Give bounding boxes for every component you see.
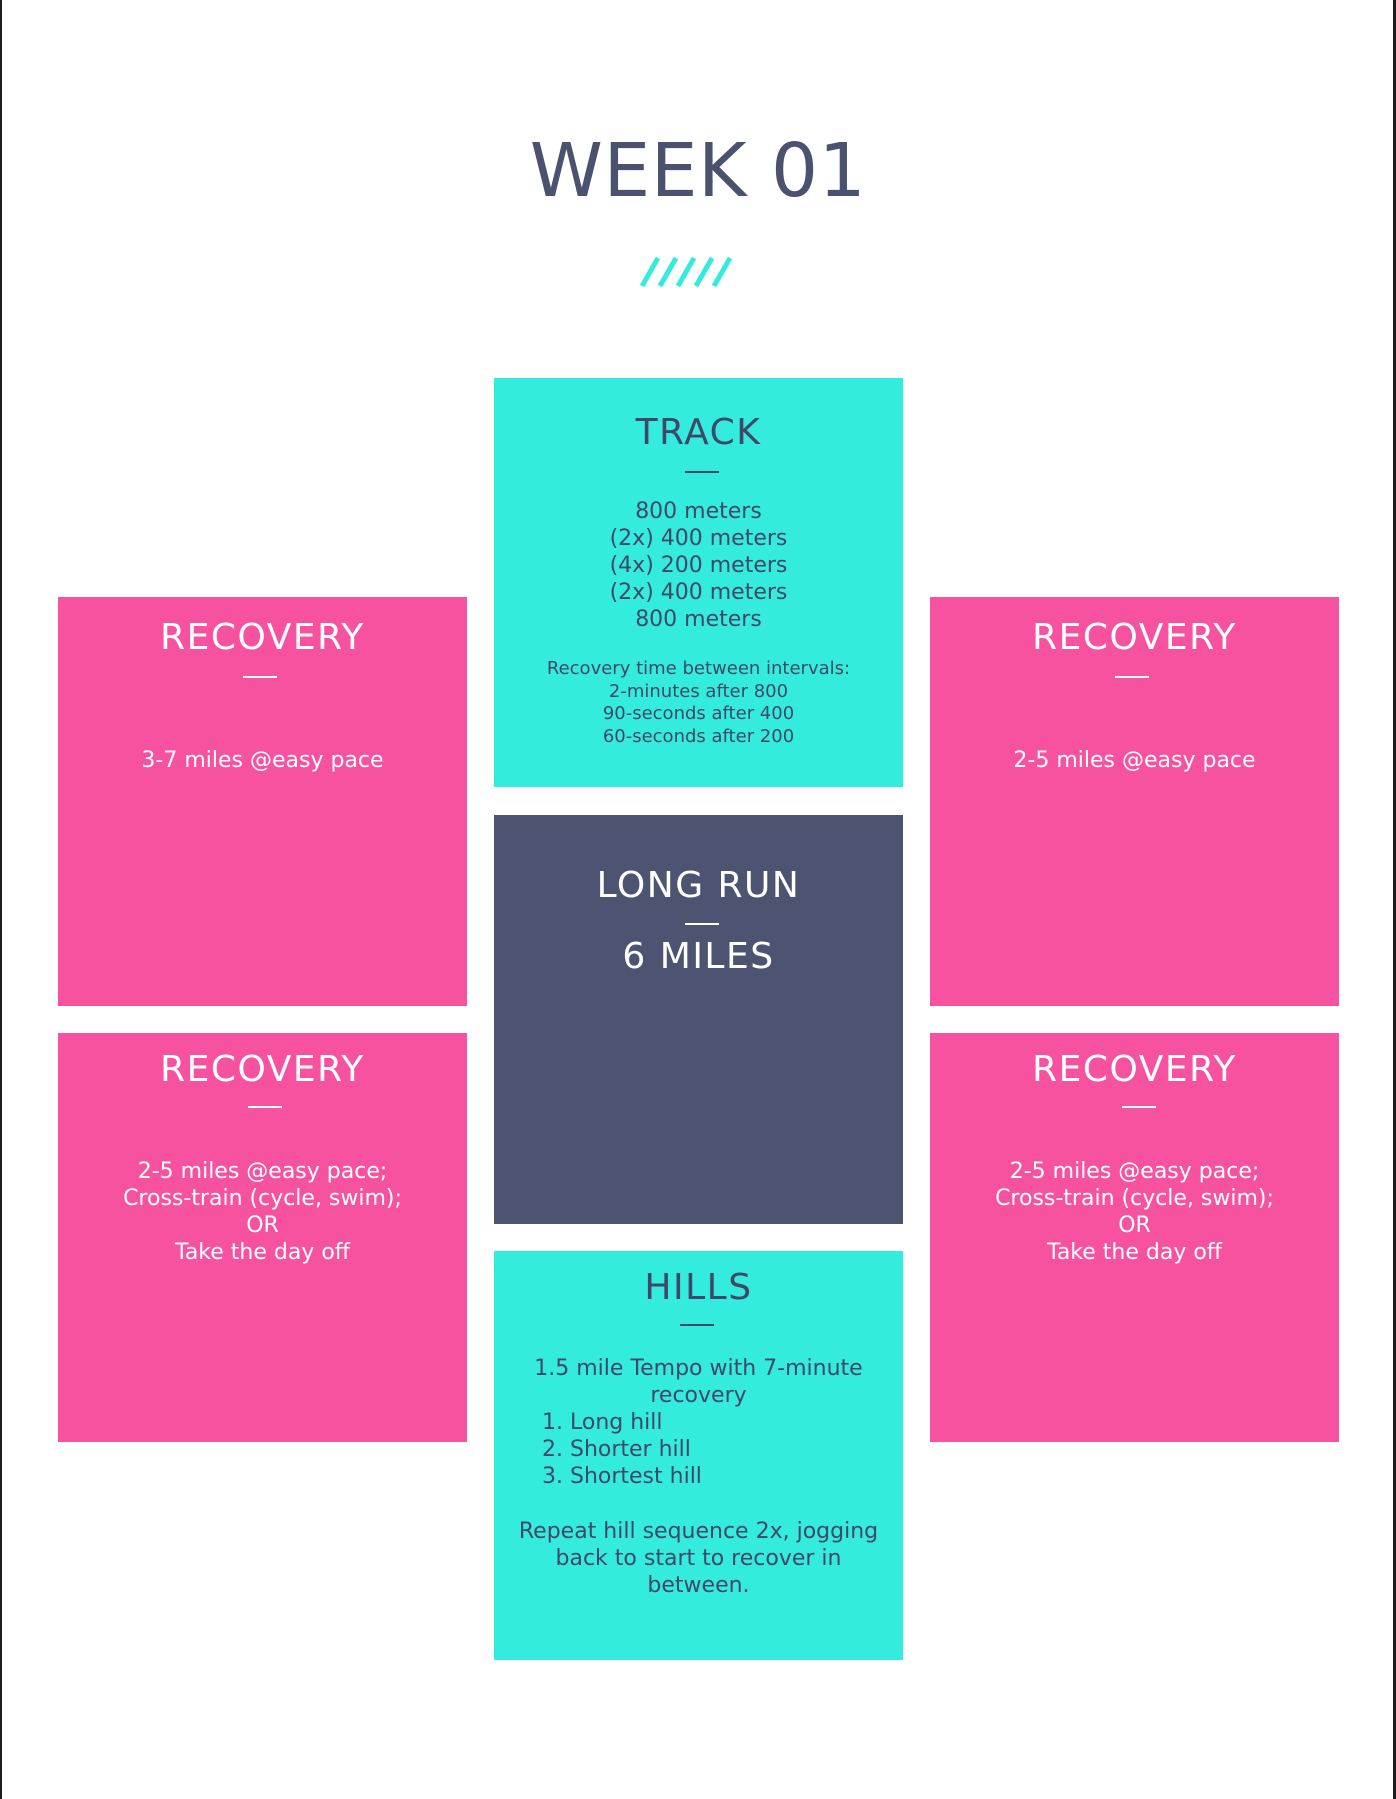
- track-recovery-line: 90-seconds after 400: [602, 703, 795, 724]
- hills-list-item: 1. Long hill: [542, 1410, 663, 1435]
- recovery-card-bottom-left: RECOVERY 2-5 miles @easy pace; Cross-tra…: [58, 1033, 467, 1442]
- long-run-title: LONG RUN: [596, 865, 801, 906]
- hills-title-rule: [680, 1324, 714, 1326]
- recovery-line: Cross-train (cycle, swim);: [123, 1186, 402, 1211]
- recovery-body: 2-5 miles @easy pace: [1013, 748, 1256, 773]
- track-interval-line: (2x) 400 meters: [609, 526, 788, 551]
- track-interval-line: (2x) 400 meters: [609, 580, 788, 605]
- recovery-line: 2-5 miles @easy pace;: [137, 1159, 388, 1184]
- track-recovery-line: Recovery time between intervals:: [546, 658, 851, 679]
- track-recovery-line: 2-minutes after 800: [608, 680, 789, 702]
- track-interval-line: (4x) 200 meters: [609, 553, 788, 578]
- long-run-title-rule: [685, 923, 719, 925]
- track-recovery-line: 60-seconds after 200: [602, 725, 795, 747]
- recovery-line: OR: [246, 1213, 279, 1238]
- recovery-card-top-right: RECOVERY 2-5 miles @easy pace: [930, 597, 1339, 1006]
- recovery-title: RECOVERY: [160, 1049, 365, 1090]
- page-title: WEEK 01: [529, 128, 867, 214]
- hills-intro: 1.5 mile Tempo with 7-minute recovery: [494, 1355, 903, 1409]
- hills-list-item: 2. Shorter hill: [542, 1437, 691, 1462]
- hills-outro: Repeat hill sequence 2x, jogging back to…: [494, 1518, 903, 1599]
- recovery-title: RECOVERY: [1032, 617, 1237, 658]
- track-interval-line: 800 meters: [635, 499, 762, 524]
- track-intervals: 800 meters (2x) 400 meters (4x) 200 mete…: [494, 498, 903, 633]
- track-recovery-notes: Recovery time between intervals: 2-minut…: [494, 658, 903, 748]
- hills-card: HILLS 1.5 mile Tempo with 7-minute recov…: [494, 1251, 903, 1660]
- long-run-card: LONG RUN 6 MILES: [494, 815, 903, 1224]
- hills-intro-line: recovery: [650, 1383, 747, 1408]
- recovery-title: RECOVERY: [160, 617, 365, 658]
- recovery-body: 2-5 miles @easy pace; Cross-train (cycle…: [58, 1158, 467, 1266]
- track-title: TRACK: [635, 412, 762, 453]
- track-interval-line: 800 meters: [635, 607, 762, 632]
- hills-outro-line: back to start to recover in: [555, 1546, 842, 1571]
- recovery-line: 2-5 miles @easy pace;: [1009, 1159, 1260, 1184]
- recovery-line: Take the day off: [1047, 1240, 1222, 1265]
- recovery-card-bottom-right: RECOVERY 2-5 miles @easy pace; Cross-tra…: [930, 1033, 1339, 1442]
- long-run-distance: 6 MILES: [622, 936, 775, 977]
- track-card: TRACK 800 meters (2x) 400 meters (4x) 20…: [494, 378, 903, 787]
- recovery-title: RECOVERY: [1032, 1049, 1237, 1090]
- hills-list-item: 3. Shortest hill: [542, 1464, 702, 1489]
- recovery-title-rule: [248, 1106, 282, 1108]
- track-title-rule: [685, 471, 719, 473]
- recovery-line: Cross-train (cycle, swim);: [995, 1186, 1274, 1211]
- recovery-body: 3-7 miles @easy pace: [141, 748, 384, 773]
- slash-divider-icon: [640, 256, 733, 288]
- recovery-title-rule: [1122, 1106, 1156, 1108]
- recovery-line: Take the day off: [175, 1240, 350, 1265]
- recovery-line: OR: [1118, 1213, 1151, 1238]
- hills-title: HILLS: [644, 1267, 753, 1308]
- recovery-title-rule: [243, 676, 277, 678]
- hills-list: 1. Long hill 2. Shorter hill 3. Shortest…: [542, 1409, 702, 1490]
- hills-outro-line: Repeat hill sequence 2x, jogging: [518, 1519, 879, 1544]
- recovery-title-rule: [1115, 676, 1149, 678]
- hills-outro-line: between.: [647, 1573, 750, 1598]
- recovery-card-top-left: RECOVERY 3-7 miles @easy pace: [58, 597, 467, 1006]
- recovery-body: 2-5 miles @easy pace; Cross-train (cycle…: [930, 1158, 1339, 1266]
- hills-intro-line: 1.5 mile Tempo with 7-minute: [534, 1356, 863, 1381]
